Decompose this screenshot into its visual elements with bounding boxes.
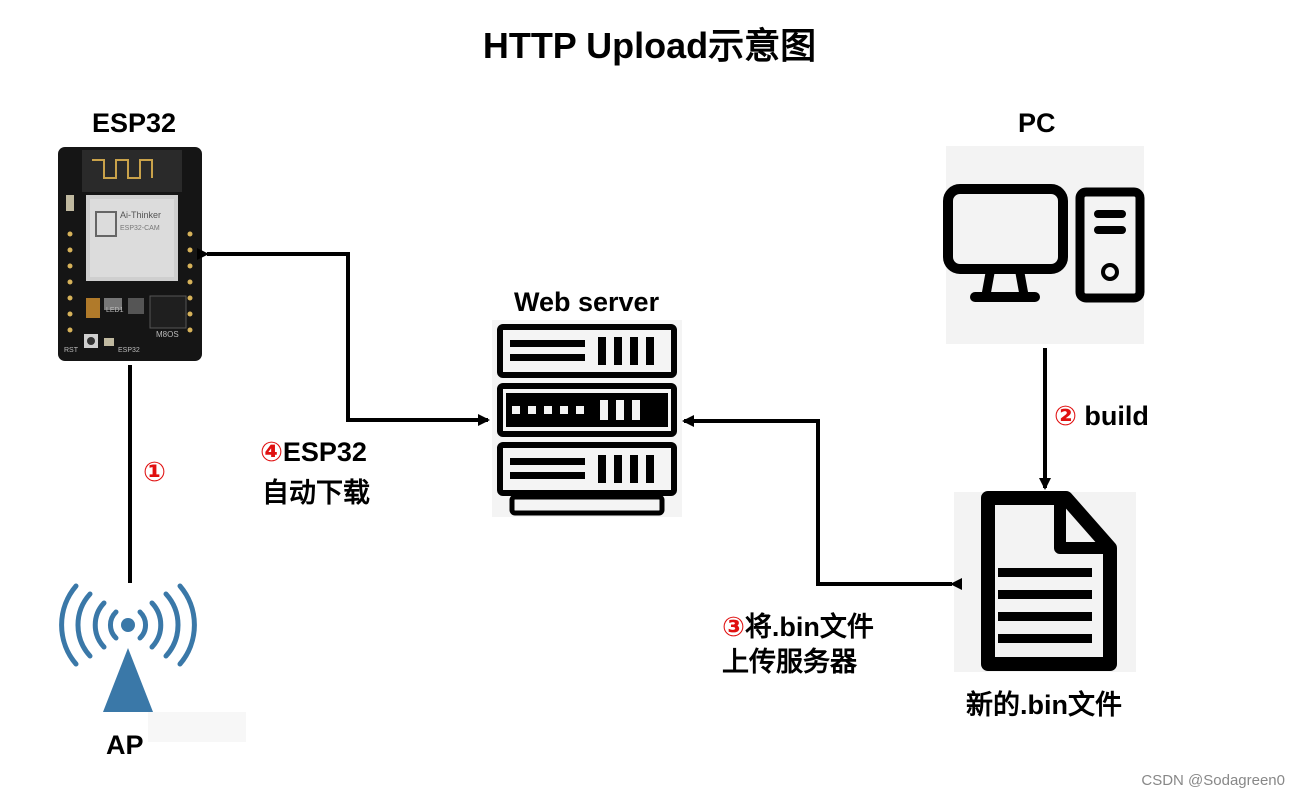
step4-marker: ④ bbox=[260, 437, 283, 467]
server-esp32-arrow bbox=[197, 248, 490, 426]
wifi-ap-icon bbox=[59, 583, 246, 742]
step2-text: build bbox=[1084, 401, 1149, 431]
step3-label-line1: ③将.bin文件 bbox=[722, 605, 874, 644]
esp32-label: ESP32 bbox=[92, 108, 177, 138]
module-brand-text: Ai-Thinker bbox=[120, 210, 161, 220]
board-rst-text: RST bbox=[64, 347, 79, 354]
module-model-text: ESP32-CAM bbox=[120, 225, 160, 232]
server-label: Web server bbox=[514, 287, 660, 317]
diagram-title: HTTP Upload示意图 bbox=[482, 25, 817, 66]
step2-marker: ② bbox=[1054, 401, 1077, 431]
step2-label: ② build bbox=[1054, 401, 1149, 432]
step3-text-line2: 上传服务器 bbox=[722, 647, 857, 677]
step3-text-line1: 将.bin文件 bbox=[744, 612, 874, 642]
esp32-board-icon: Ai-Thinker ESP32-CAM LED1 RST ESP32 M8OS bbox=[58, 147, 202, 361]
pc-icon bbox=[943, 146, 1145, 344]
step3-marker: ③ bbox=[722, 612, 745, 642]
pc-label: PC bbox=[1018, 108, 1056, 138]
step4-label-line1: ④ESP32 bbox=[260, 437, 367, 468]
file-label: 新的.bin文件 bbox=[966, 690, 1122, 720]
watermark: CSDN @Sodagreen0 bbox=[1141, 772, 1285, 789]
file-server-arrow bbox=[682, 415, 962, 590]
board-m8os-text: M8OS bbox=[156, 330, 179, 339]
step1-marker: ① bbox=[143, 457, 166, 487]
board-esp32-text: ESP32 bbox=[118, 347, 140, 354]
board-led-text: LED1 bbox=[106, 307, 124, 314]
ap-label: AP bbox=[106, 730, 144, 760]
bin-file-icon bbox=[954, 491, 1136, 672]
step4-text-line1: ESP32 bbox=[282, 437, 367, 467]
server-icon bbox=[492, 320, 682, 517]
step4-text-line2: 自动下载 bbox=[262, 478, 370, 508]
